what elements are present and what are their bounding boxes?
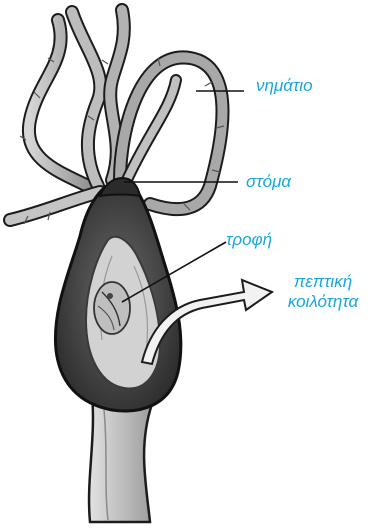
label-mouth: στόμα	[246, 172, 291, 192]
label-tentacle: νημάτιο	[256, 76, 313, 96]
hydra-stalk	[89, 394, 152, 522]
label-digestive-cavity-line1: πεπτική	[276, 272, 370, 292]
food-item	[94, 282, 130, 334]
tentacle-left-mid	[72, 12, 100, 186]
label-digestive-cavity-line2: κοιλότητα	[276, 292, 370, 312]
label-digestive-cavity: πεπτική κοιλότητα	[276, 272, 370, 312]
label-food: τροφή	[226, 230, 272, 250]
